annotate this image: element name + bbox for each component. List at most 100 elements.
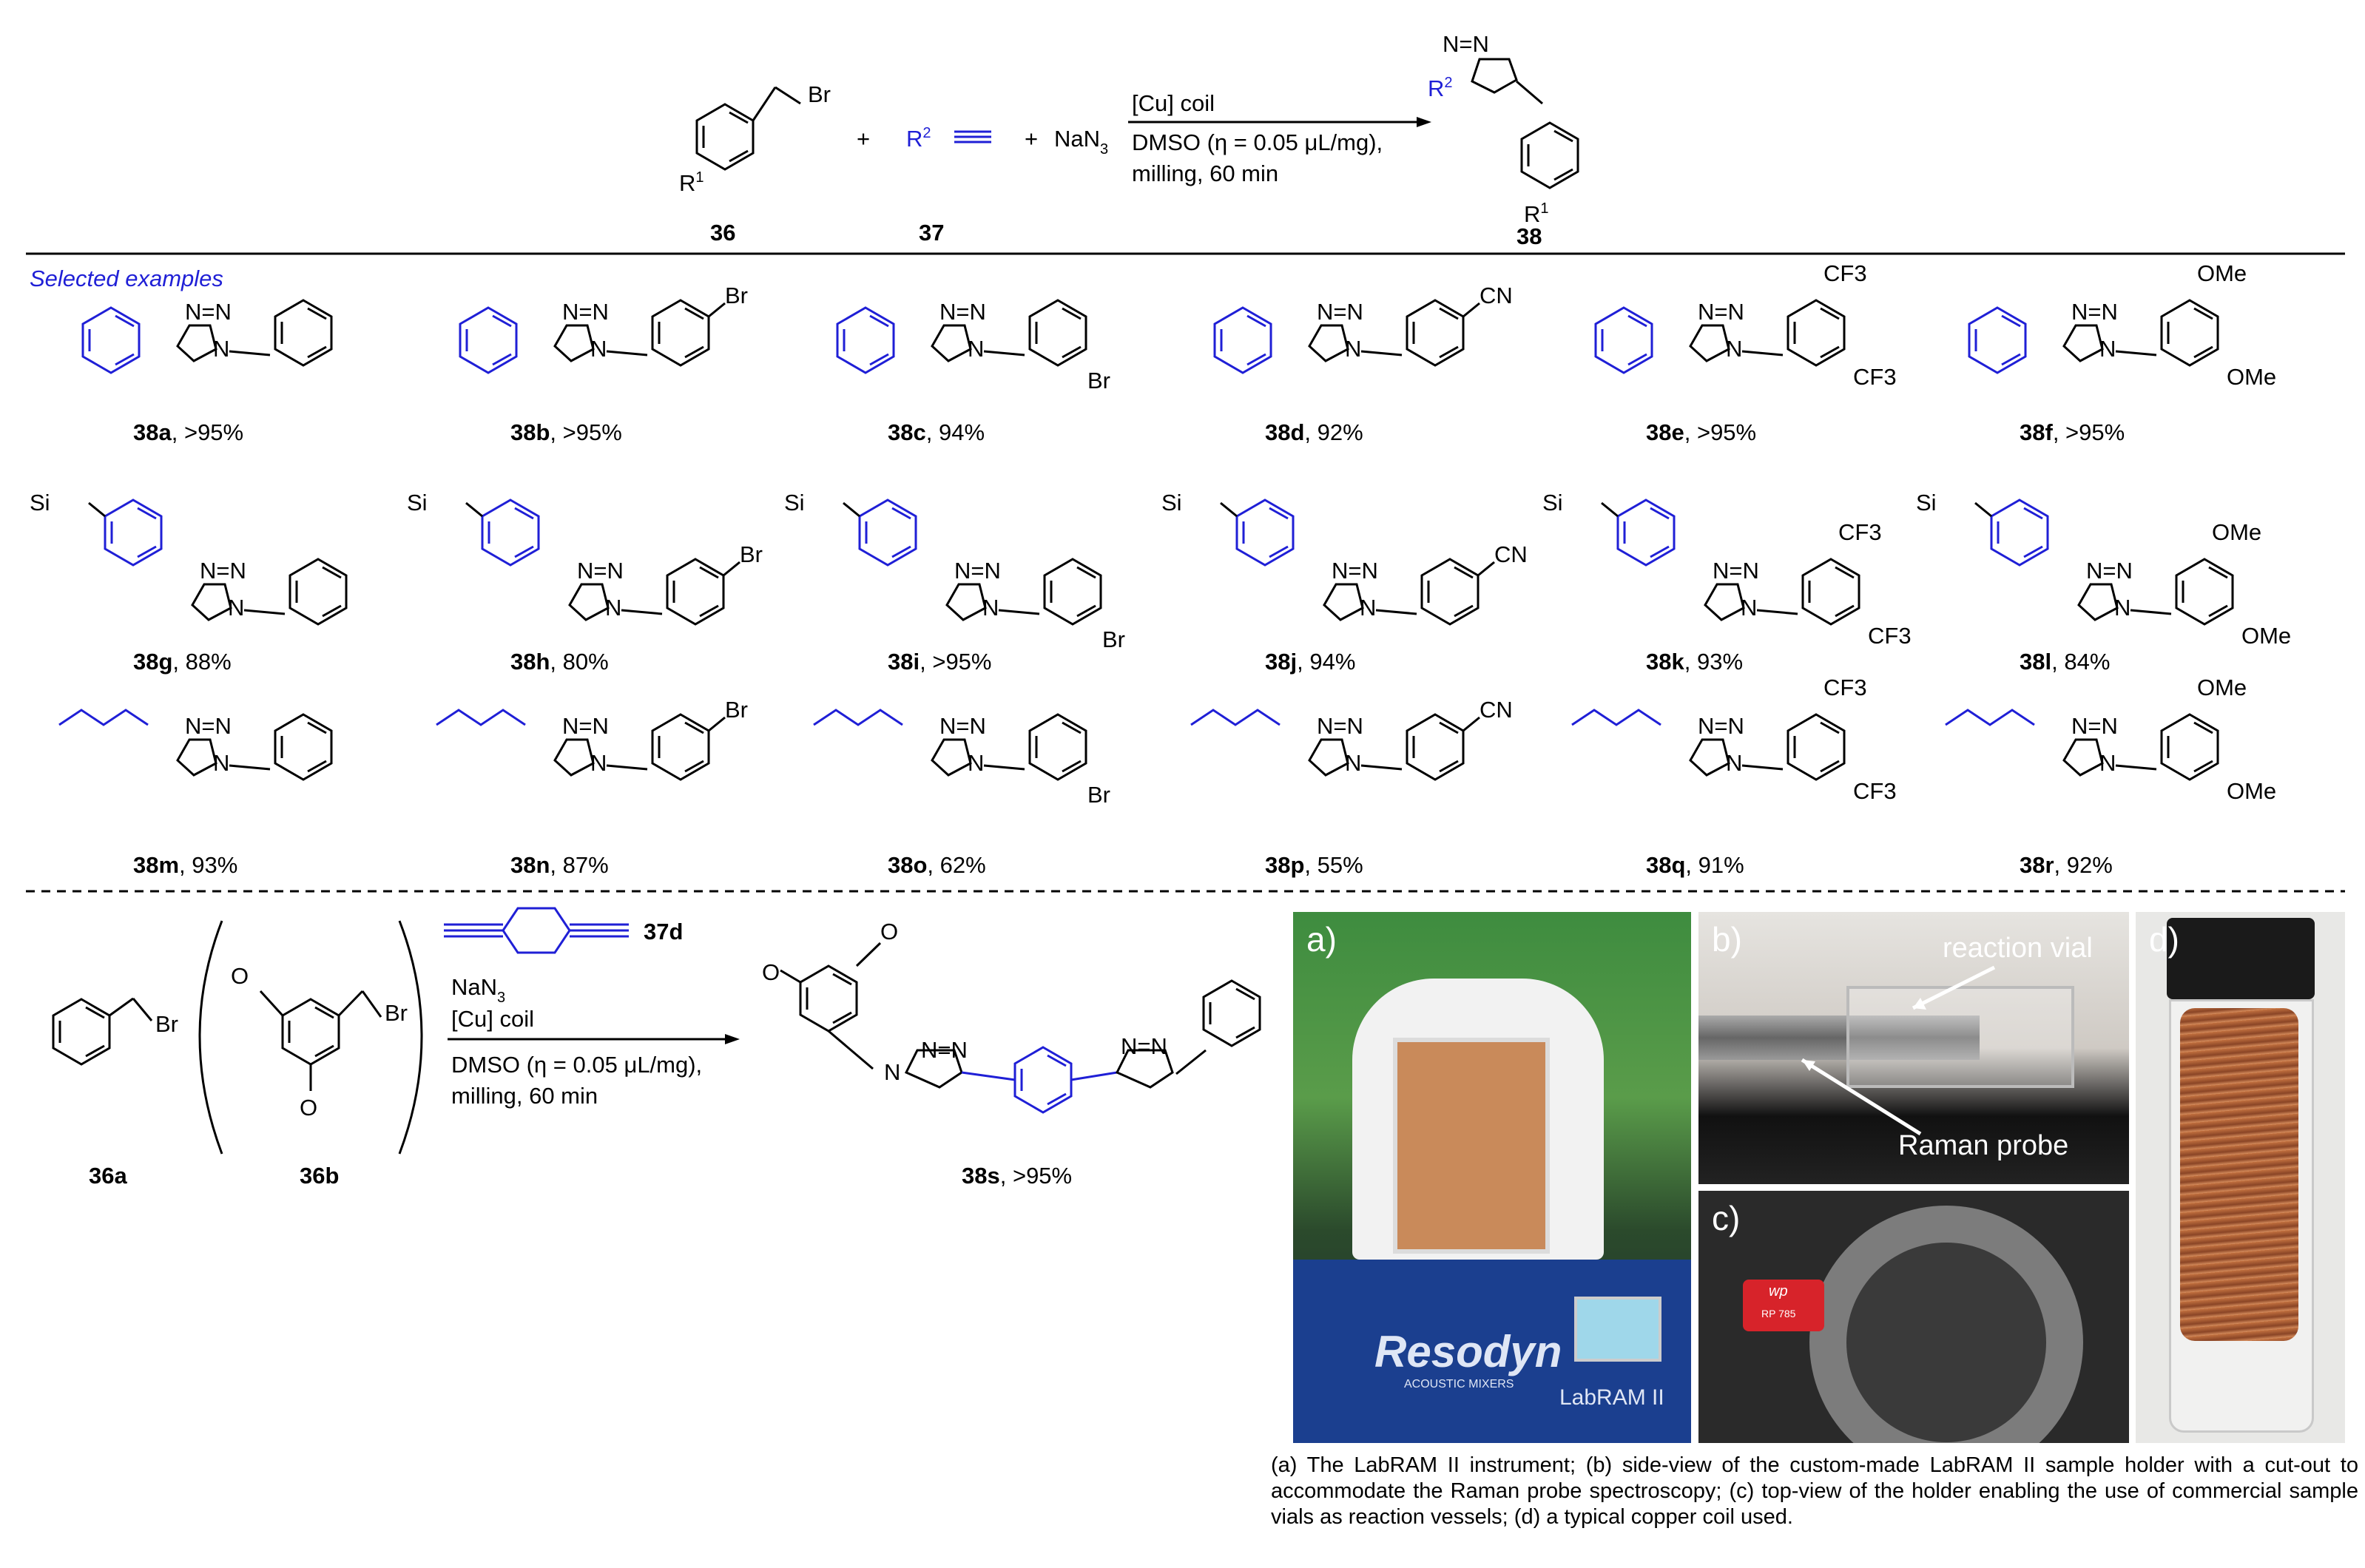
svg-text:N=N: N=N [954, 558, 1001, 584]
svg-text:N: N [228, 595, 244, 621]
svg-text:OMe: OMe [2227, 778, 2276, 804]
selected-examples-label: Selected examples [30, 266, 223, 291]
svg-text:Br: Br [1102, 626, 1125, 652]
svg-text:N=N: N=N [200, 558, 246, 584]
svg-text:N=N: N=N [1443, 31, 1489, 57]
right-parenthesis [398, 920, 423, 1155]
svg-text:Br: Br [740, 541, 763, 567]
probe-code: RP 785 [1761, 1308, 1796, 1319]
example-38o: N=N N Br 38o, 62% [813, 709, 1110, 878]
r2-label: R2 [906, 125, 931, 152]
compound-36b-label: 36b [300, 1163, 339, 1189]
svg-text:Si: Si [30, 490, 50, 516]
compound-36-label: 36 [710, 220, 735, 246]
top-scheme: Br R1 + R2 + NaN3 [Cu] coil DMSO (η = 0.… [679, 31, 1579, 249]
svg-text:N: N [590, 336, 607, 362]
svg-text:N: N [213, 336, 229, 362]
example-label-38c: 38c, 94% [888, 419, 985, 445]
svg-text:N=N: N=N [1698, 713, 1744, 739]
svg-text:N=N: N=N [1698, 299, 1744, 325]
condition-2: DMSO (η = 0.05 μL/mg), [1132, 129, 1383, 155]
photo-a-labram-instrument: Resodyn ACOUSTIC MIXERS LabRAM II a) [1293, 912, 1691, 1443]
svg-text:N=N: N=N [1317, 713, 1363, 739]
example-label-38a: 38a, >95% [133, 419, 243, 445]
svg-text:N=N: N=N [1121, 1033, 1167, 1059]
svg-text:N: N [1345, 750, 1361, 776]
svg-text:CN: CN [1494, 541, 1528, 567]
example-label-38k: 38k, 93% [1646, 649, 1743, 675]
left-parenthesis [198, 920, 223, 1155]
svg-text:N=N: N=N [562, 713, 609, 739]
svg-text:Br: Br [1087, 368, 1110, 393]
svg-text:O: O [300, 1095, 317, 1121]
plus-sign: + [857, 126, 870, 152]
svg-text:O: O [231, 963, 249, 989]
photo-c-label: c) [1712, 1199, 1741, 1237]
photo-b-side-view: reaction vial Raman probe b) [1698, 912, 2129, 1184]
compound-38-label: 38 [1516, 223, 1542, 249]
svg-text:Si: Si [1161, 490, 1182, 516]
instrument-model: LabRAM II [1559, 1385, 1664, 1410]
svg-text:CF3: CF3 [1853, 364, 1897, 390]
svg-text:CN: CN [1480, 697, 1513, 723]
example-label-38p: 38p, 55% [1265, 852, 1363, 878]
svg-text:N: N [2099, 336, 2116, 362]
example-label-38q: 38q, 91% [1646, 852, 1744, 878]
example-label-38e: 38e, >95% [1646, 419, 1756, 445]
callout-reaction-vial: reaction vial [1943, 933, 2093, 964]
example-label-38o: 38o, 62% [888, 852, 986, 878]
example-label-38n: 38n, 87% [510, 852, 609, 878]
example-38p: N=N N CN 38p, 55% [1190, 697, 1513, 878]
svg-text:N: N [1726, 750, 1742, 776]
svg-text:Br: Br [385, 1000, 408, 1026]
diethynylbenzene-37d: 37d [444, 907, 683, 954]
svg-text:N: N [968, 750, 984, 776]
svg-text:N: N [213, 750, 229, 776]
photo-b-label: b) [1712, 920, 1742, 959]
svg-text:Si: Si [407, 490, 428, 516]
svg-text:N=N: N=N [577, 558, 624, 584]
figure-caption: (a) The LabRAM II instrument; (b) side-v… [1271, 1453, 2358, 1529]
svg-text:Br: Br [155, 1011, 178, 1037]
example-label-38f: 38f, >95% [2020, 419, 2125, 445]
photo-c-top-view: wp RP 785 c) [1698, 1191, 2129, 1443]
bottom-scheme: Br O Br O 37d NaN3 [Cu] coil DMSO [52, 907, 1261, 1189]
r1-label: R1 [679, 169, 704, 196]
photo-d-label: d) [2149, 920, 2179, 959]
svg-text:Br: Br [1087, 782, 1110, 808]
sodium-azide: NaN3 [1054, 126, 1108, 158]
svg-text:N: N [1360, 595, 1376, 621]
example-label-38h: 38h, 80% [510, 649, 609, 675]
svg-text:N=N: N=N [1317, 299, 1363, 325]
svg-text:Si: Si [1916, 490, 1937, 516]
compound-36a-label: 36a [89, 1163, 127, 1189]
benzyl-bromide-structure: Br R1 [679, 81, 831, 196]
svg-text:CF3: CF3 [1838, 519, 1882, 545]
svg-text:N=N: N=N [185, 713, 232, 739]
svg-text:OMe: OMe [2197, 260, 2247, 286]
bottom-condition-2: DMSO (η = 0.05 μL/mg), [451, 1052, 702, 1078]
svg-text:N=N: N=N [2071, 299, 2118, 325]
svg-text:OMe: OMe [2212, 519, 2261, 545]
example-label-38d: 38d, 92% [1265, 419, 1363, 445]
svg-text:Br: Br [725, 697, 748, 723]
svg-text:Si: Si [784, 490, 805, 516]
product-38-structure: N=N R2 R1 [1428, 31, 1579, 227]
svg-text:N=N: N=N [939, 713, 986, 739]
photo-a-label: a) [1306, 920, 1337, 959]
examples-grid: N=N N 38a, >95% N=N N Br 38b, >95% N=N N Br 38c, 9… [30, 260, 2291, 878]
svg-text:O: O [762, 959, 780, 985]
svg-text:N: N [1345, 336, 1361, 362]
compound-37-label: 37 [919, 220, 944, 246]
example-label-38b: 38b, >95% [510, 419, 622, 445]
svg-text:N=N: N=N [562, 299, 609, 325]
